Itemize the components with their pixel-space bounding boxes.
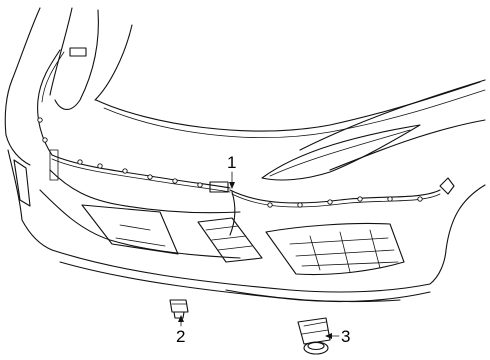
wiring-harness bbox=[37, 47, 455, 236]
callout-1-arrow bbox=[229, 182, 235, 189]
part-2-sensor-bracket bbox=[169, 299, 189, 319]
vehicle-front-outline bbox=[4, 7, 486, 303]
callout-3-label: 3 bbox=[341, 327, 350, 346]
callout-3: 3 bbox=[325, 327, 350, 346]
callout-3-arrow bbox=[325, 333, 332, 339]
callout-2-label: 2 bbox=[176, 327, 185, 346]
callout-1: 1 bbox=[227, 153, 236, 189]
part-3-parking-sensor bbox=[297, 317, 331, 355]
callout-1-label: 1 bbox=[227, 153, 236, 172]
callout-2: 2 bbox=[176, 315, 185, 346]
callout-2-arrow bbox=[178, 315, 184, 322]
